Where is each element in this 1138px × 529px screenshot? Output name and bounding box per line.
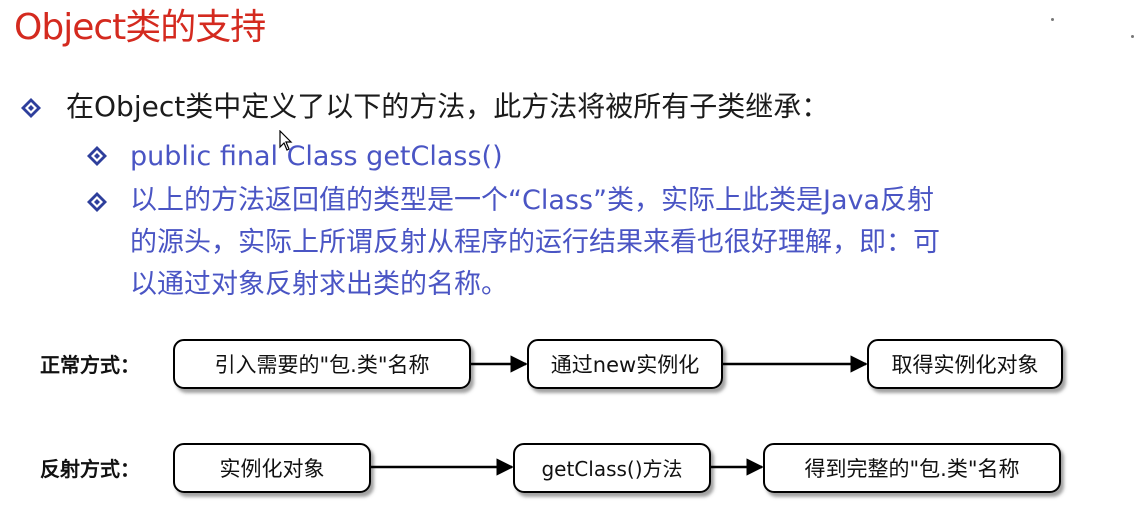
- normal-step-label: 引入需要的"包.类"名称: [215, 353, 430, 377]
- description-line: 的源头，实际上所谓反射从程序的运行结果来看也很好理解，即：可: [130, 227, 940, 258]
- description-line: 以通过对象反射求出类的名称。: [130, 269, 508, 300]
- reflection-step-box: 得到完整的"包.类"名称: [763, 443, 1061, 493]
- decorative-dot: [1051, 18, 1054, 21]
- normal-step-label: 取得实例化对象: [892, 353, 1039, 377]
- reflection-step-label: getClass()方法: [541, 457, 682, 481]
- description-line: 以上的方法返回值的类型是一个“Class”类，实际上此类是Java反射: [130, 185, 935, 216]
- normal-row-label: 正常方式：: [40, 353, 140, 377]
- reflection-step-box: 实例化对象: [173, 443, 371, 493]
- reflection-step-box: getClass()方法: [513, 443, 711, 493]
- method-signature: public final Class getClass(): [130, 141, 503, 172]
- reflection-step-label: 得到完整的"包.类"名称: [805, 457, 1020, 481]
- normal-step-box: 取得实例化对象: [867, 339, 1063, 389]
- normal-step-box: 引入需要的"包.类"名称: [173, 339, 471, 389]
- diamond-bullet-icon: [87, 192, 107, 212]
- normal-step-box: 通过new实例化: [527, 339, 723, 389]
- diamond-bullet-icon: [87, 146, 107, 166]
- decorative-dot: [1131, 35, 1134, 38]
- main-bullet-text: 在Object类中定义了以下的方法，此方法将被所有子类继承：: [66, 90, 830, 123]
- description-paragraph: 以上的方法返回值的类型是一个“Class”类，实际上此类是Java反射 的源头，…: [130, 180, 1110, 306]
- slide-title: Object类的支持: [14, 7, 266, 48]
- diamond-bullet-icon: [21, 98, 41, 118]
- normal-step-label: 通过new实例化: [551, 353, 699, 377]
- mouse-cursor-icon: [279, 130, 293, 151]
- reflection-step-label: 实例化对象: [220, 457, 325, 481]
- reflection-row-label: 反射方式：: [40, 457, 140, 481]
